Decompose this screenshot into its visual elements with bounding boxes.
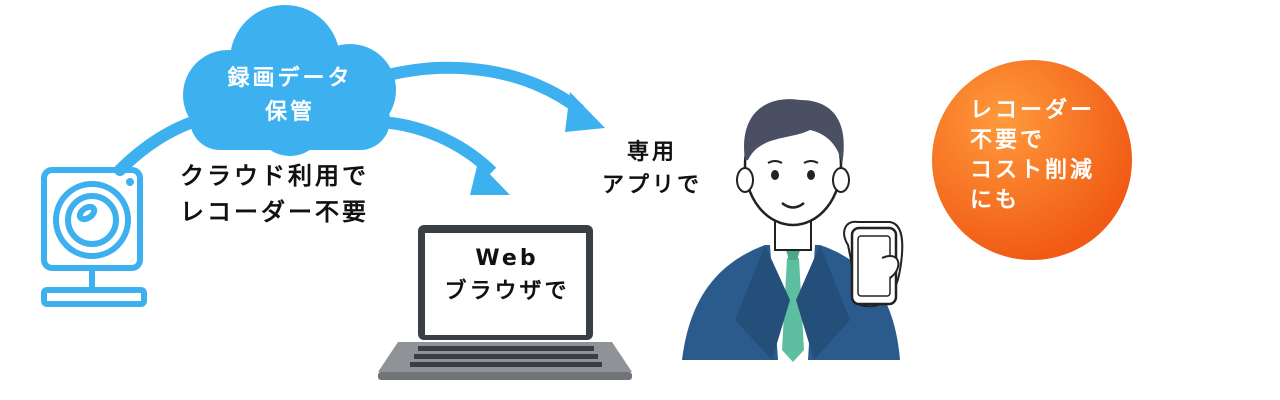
cloud-icon xyxy=(183,5,396,156)
cloud-label: 録画データ 保管 xyxy=(175,62,405,130)
cost-badge-text: レコーダー 不要で コスト削減 にも xyxy=(970,96,1140,216)
badge-line4: にも xyxy=(970,188,1021,213)
laptop-screen-line1: Web xyxy=(475,246,539,271)
cloud-to-laptop-arrow xyxy=(379,116,497,177)
app-caption: 専用 アプリで xyxy=(592,136,712,202)
laptop-arrowhead xyxy=(470,162,510,195)
app-caption-line2: アプリで xyxy=(601,173,702,198)
cost-badge xyxy=(932,60,1132,260)
cloud-label-line1: 録画データ xyxy=(227,66,353,91)
laptop-screen-line2: ブラウザで xyxy=(444,279,570,304)
laptop-screen-text: Web ブラウザで xyxy=(427,242,587,308)
businessman-icon xyxy=(682,99,904,362)
badge-line2: 不要で xyxy=(970,128,1046,153)
cloud-label-line2: 保管 xyxy=(264,100,315,125)
laptop-icon xyxy=(378,225,632,380)
cloud-caption-line1: クラウド利用で xyxy=(180,162,369,190)
cloud-to-app-arrow xyxy=(368,61,584,115)
cloud-caption: クラウド利用で レコーダー不要 xyxy=(180,158,369,230)
camera-icon xyxy=(41,167,147,307)
cloud-caption-line2: レコーダー不要 xyxy=(180,198,369,226)
badge-line3: コスト削減 xyxy=(970,158,1096,183)
badge-line1: レコーダー xyxy=(970,98,1096,123)
app-caption-line1: 専用 xyxy=(626,140,677,165)
app-arrowhead xyxy=(565,92,605,132)
